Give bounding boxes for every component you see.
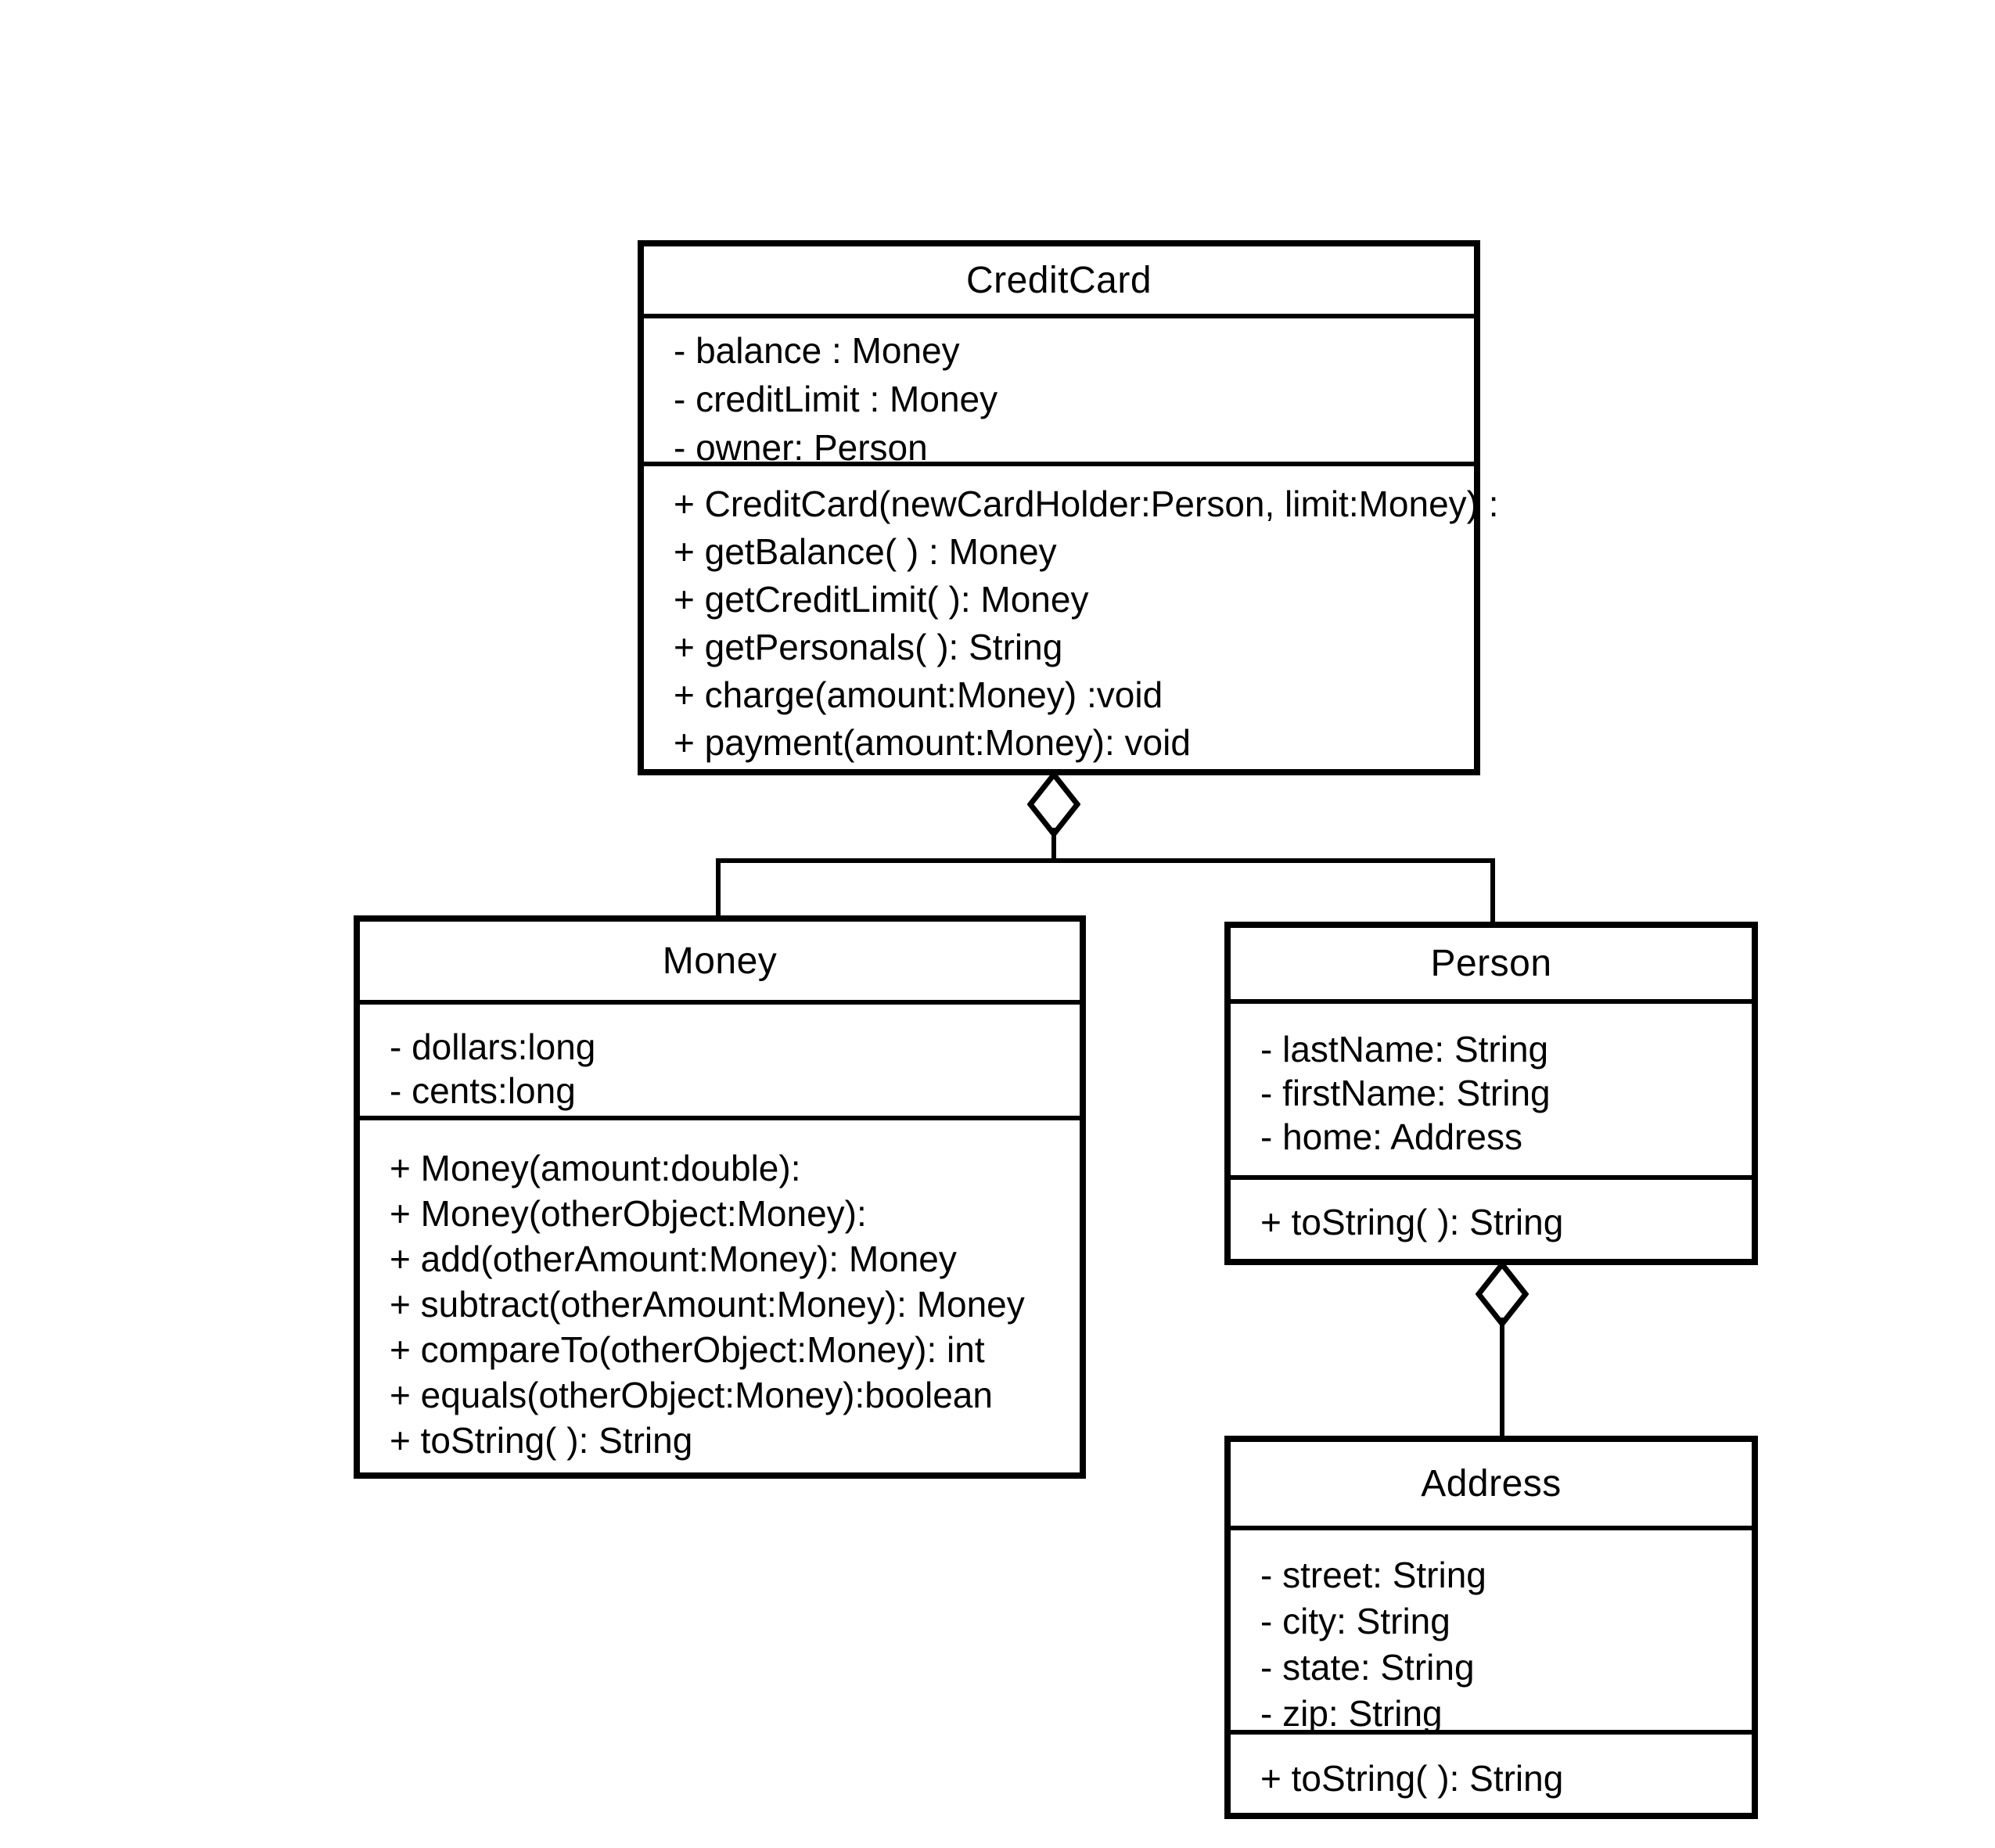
attribute-line: - city: String	[1260, 1601, 1450, 1641]
methods-compartment-creditcard: + CreditCard(newCardHolder:Person, limit…	[644, 462, 1499, 769]
method-line: + compareTo(otherObject:Money): int	[390, 1329, 985, 1370]
attribute-line: - creditLimit : Money	[674, 379, 998, 419]
method-line: + toString( ): String	[1260, 1202, 1564, 1242]
attributes-compartment-address: - street: String - city: String - state: S…	[1231, 1526, 1752, 1734]
connector-drop-to-person	[1490, 858, 1495, 924]
connector-drop-to-address	[1500, 1318, 1504, 1438]
method-line: + subtract(otherAmount:Money): Money	[390, 1284, 1025, 1325]
connector-horizontal-line	[716, 858, 1495, 863]
method-line: + toString( ): String	[1260, 1758, 1564, 1799]
attribute-line: - home: Address	[1260, 1116, 1522, 1157]
class-box-address: Address - street: String- city: String- …	[1224, 1436, 1758, 1819]
attribute-line: - state: String	[1260, 1647, 1475, 1688]
method-line: + add(otherAmount:Money): Money	[390, 1239, 957, 1279]
attribute-line: - firstName: String	[1260, 1073, 1551, 1113]
methods-compartment-address: + toString( ): String	[1231, 1730, 1752, 1813]
class-title-person: Person	[1430, 943, 1552, 984]
method-line: + getCreditLimit( ): Money	[674, 579, 1089, 620]
method-line: + getPersonals( ): String	[674, 627, 1063, 667]
attribute-line: - dollars:long	[390, 1026, 596, 1067]
attribute-line: - balance : Money	[674, 330, 960, 371]
connector-stub-creditcard	[1051, 828, 1056, 861]
attribute-line: - street: String	[1260, 1555, 1486, 1595]
method-line: + charge(amount:Money) :void	[674, 674, 1163, 715]
method-line: + equals(otherObject:Money):boolean	[390, 1375, 993, 1415]
connector-drop-to-money	[716, 858, 721, 918]
method-line: + Money(otherObject:Money):	[390, 1193, 867, 1234]
attribute-line: - cents:long	[390, 1070, 576, 1111]
class-box-creditcard: CreditCard - balance : Money - creditLimi…	[638, 240, 1499, 775]
methods-compartment-money: + Money(amount:double): + Money(otherObje…	[360, 1116, 1080, 1472]
attributes-compartment-money: - dollars:long- cents:long	[360, 1000, 1080, 1116]
method-line: + Money(amount:double):	[390, 1148, 801, 1188]
attributes-compartment-person: - lastName: String- firstName: String- h…	[1231, 999, 1752, 1175]
class-title-money: Money	[662, 940, 778, 982]
attributes-compartment-creditcard: - balance : Money - creditLimit : Money - …	[644, 314, 1474, 468]
attribute-line: - zip: String	[1260, 1693, 1443, 1734]
class-box-money: Money - dollars:long- cents:long + Money…	[354, 915, 1086, 1479]
class-title-address: Address	[1421, 1463, 1562, 1505]
class-box-person: Person - lastName: String- firstName: St…	[1224, 922, 1758, 1265]
class-title-creditcard: CreditCard	[965, 259, 1152, 301]
method-line: + payment(amount:Money): void	[674, 722, 1191, 763]
attribute-line: - owner: Person	[674, 427, 928, 468]
method-line: + getBalance( ) : Money	[674, 531, 1057, 572]
method-line: + CreditCard(newCardHolder:Person, limit…	[674, 484, 1499, 524]
methods-compartment-person: + toString( ): String	[1231, 1175, 1752, 1259]
attribute-line: - lastName: String	[1260, 1029, 1549, 1070]
method-line: + toString( ): String	[390, 1420, 693, 1461]
